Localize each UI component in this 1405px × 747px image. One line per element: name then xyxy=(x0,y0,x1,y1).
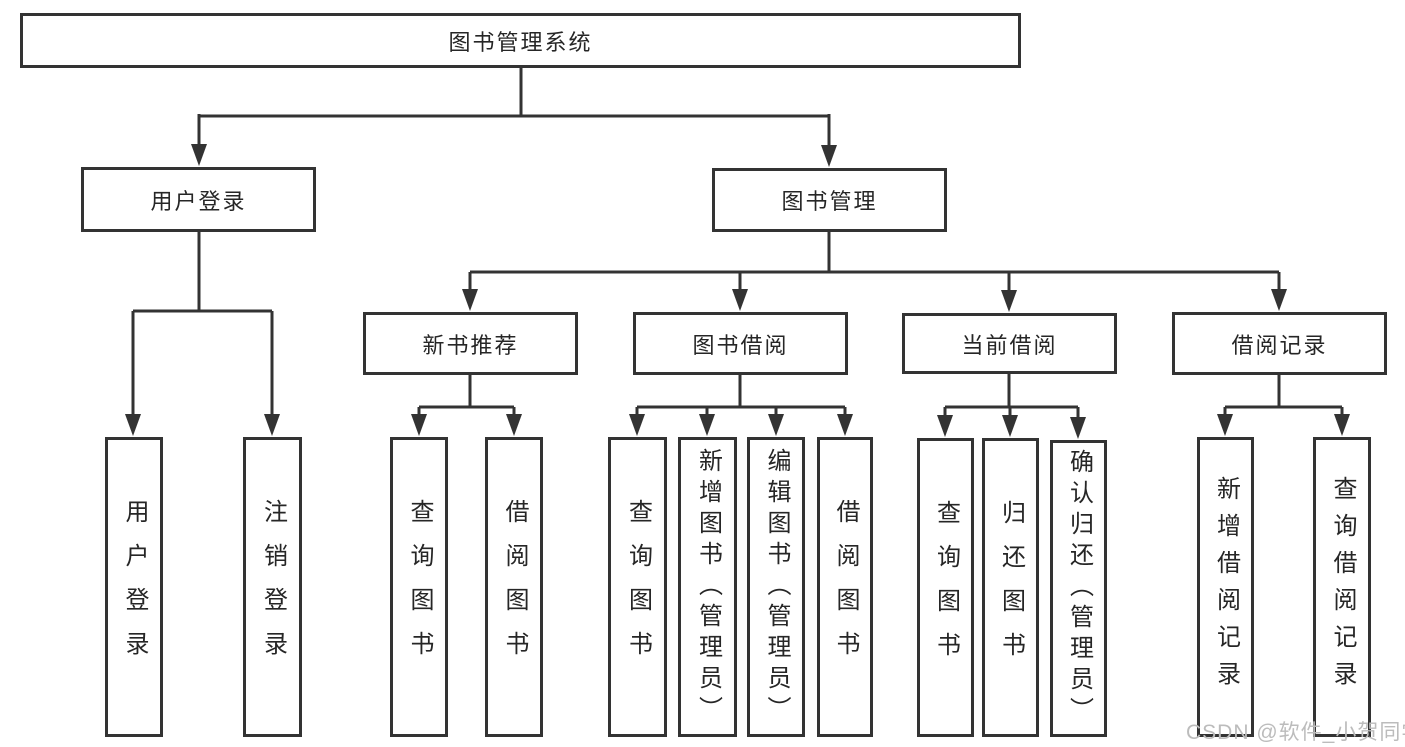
leaf-user-login-label: 用户登录 xyxy=(121,499,148,675)
leaf-query-books-recommend: 查询图书 xyxy=(390,437,448,737)
node-borrowing-records: 借阅记录 xyxy=(1172,312,1387,375)
node-borrowing-records-label: 借阅记录 xyxy=(1231,332,1328,358)
leaf-query-books-current: 查询图书 xyxy=(917,438,974,737)
node-user-login-label: 用户登录 xyxy=(150,188,247,214)
leaf-borrow-books-borrow: 借阅图书 xyxy=(817,437,873,737)
node-current-borrowing: 当前借阅 xyxy=(902,313,1117,374)
leaf-add-book-admin-label: 新增图书（管理员） xyxy=(694,447,722,727)
leaf-query-books-borrow-label: 查询图书 xyxy=(624,499,652,675)
leaf-borrow-books-borrow-label: 借阅图书 xyxy=(832,499,859,675)
leaf-query-books-recommend-label: 查询图书 xyxy=(406,499,433,675)
node-root-label: 图书管理系统 xyxy=(448,29,593,55)
leaf-borrow-books-recommend: 借阅图书 xyxy=(485,437,543,737)
leaf-logout: 注销登录 xyxy=(243,437,302,737)
leaf-query-books-borrow: 查询图书 xyxy=(608,437,667,737)
leaf-borrow-books-recommend-label: 借阅图书 xyxy=(501,499,528,675)
watermark: CSDN @软件_小贺同学 xyxy=(1186,721,1405,744)
leaf-query-books-current-label: 查询图书 xyxy=(932,499,960,676)
leaf-add-book-admin: 新增图书（管理员） xyxy=(678,437,737,737)
node-new-book-recommend-label: 新书推荐 xyxy=(422,332,519,358)
node-book-management: 图书管理 xyxy=(712,168,947,232)
leaf-return-books-label: 归还图书 xyxy=(997,499,1025,676)
leaf-user-login: 用户登录 xyxy=(105,437,163,737)
leaf-query-borrow-record: 查询借阅记录 xyxy=(1313,437,1371,737)
leaf-edit-book-admin-label: 编辑图书（管理员） xyxy=(763,447,790,727)
node-book-borrowing: 图书借阅 xyxy=(633,312,848,375)
node-root-system: 图书管理系统 xyxy=(20,13,1021,68)
leaf-add-borrow-record-label: 新增借阅记录 xyxy=(1212,476,1240,698)
leaf-edit-book-admin: 编辑图书（管理员） xyxy=(747,437,805,737)
leaf-add-borrow-record: 新增借阅记录 xyxy=(1197,437,1254,737)
leaf-confirm-return-admin: 确认归还（管理员） xyxy=(1050,440,1107,737)
node-book-borrowing-label: 图书借阅 xyxy=(692,332,789,358)
leaf-logout-label: 注销登录 xyxy=(259,499,287,675)
node-book-management-label: 图书管理 xyxy=(781,189,878,214)
leaf-confirm-return-admin-label: 确认归还（管理员） xyxy=(1065,449,1093,728)
node-new-book-recommend: 新书推荐 xyxy=(363,312,578,375)
node-current-borrowing-label: 当前借阅 xyxy=(961,332,1058,358)
leaf-return-books: 归还图书 xyxy=(982,438,1039,737)
leaf-query-borrow-record-label: 查询借阅记录 xyxy=(1329,476,1356,698)
node-user-login: 用户登录 xyxy=(81,167,316,232)
